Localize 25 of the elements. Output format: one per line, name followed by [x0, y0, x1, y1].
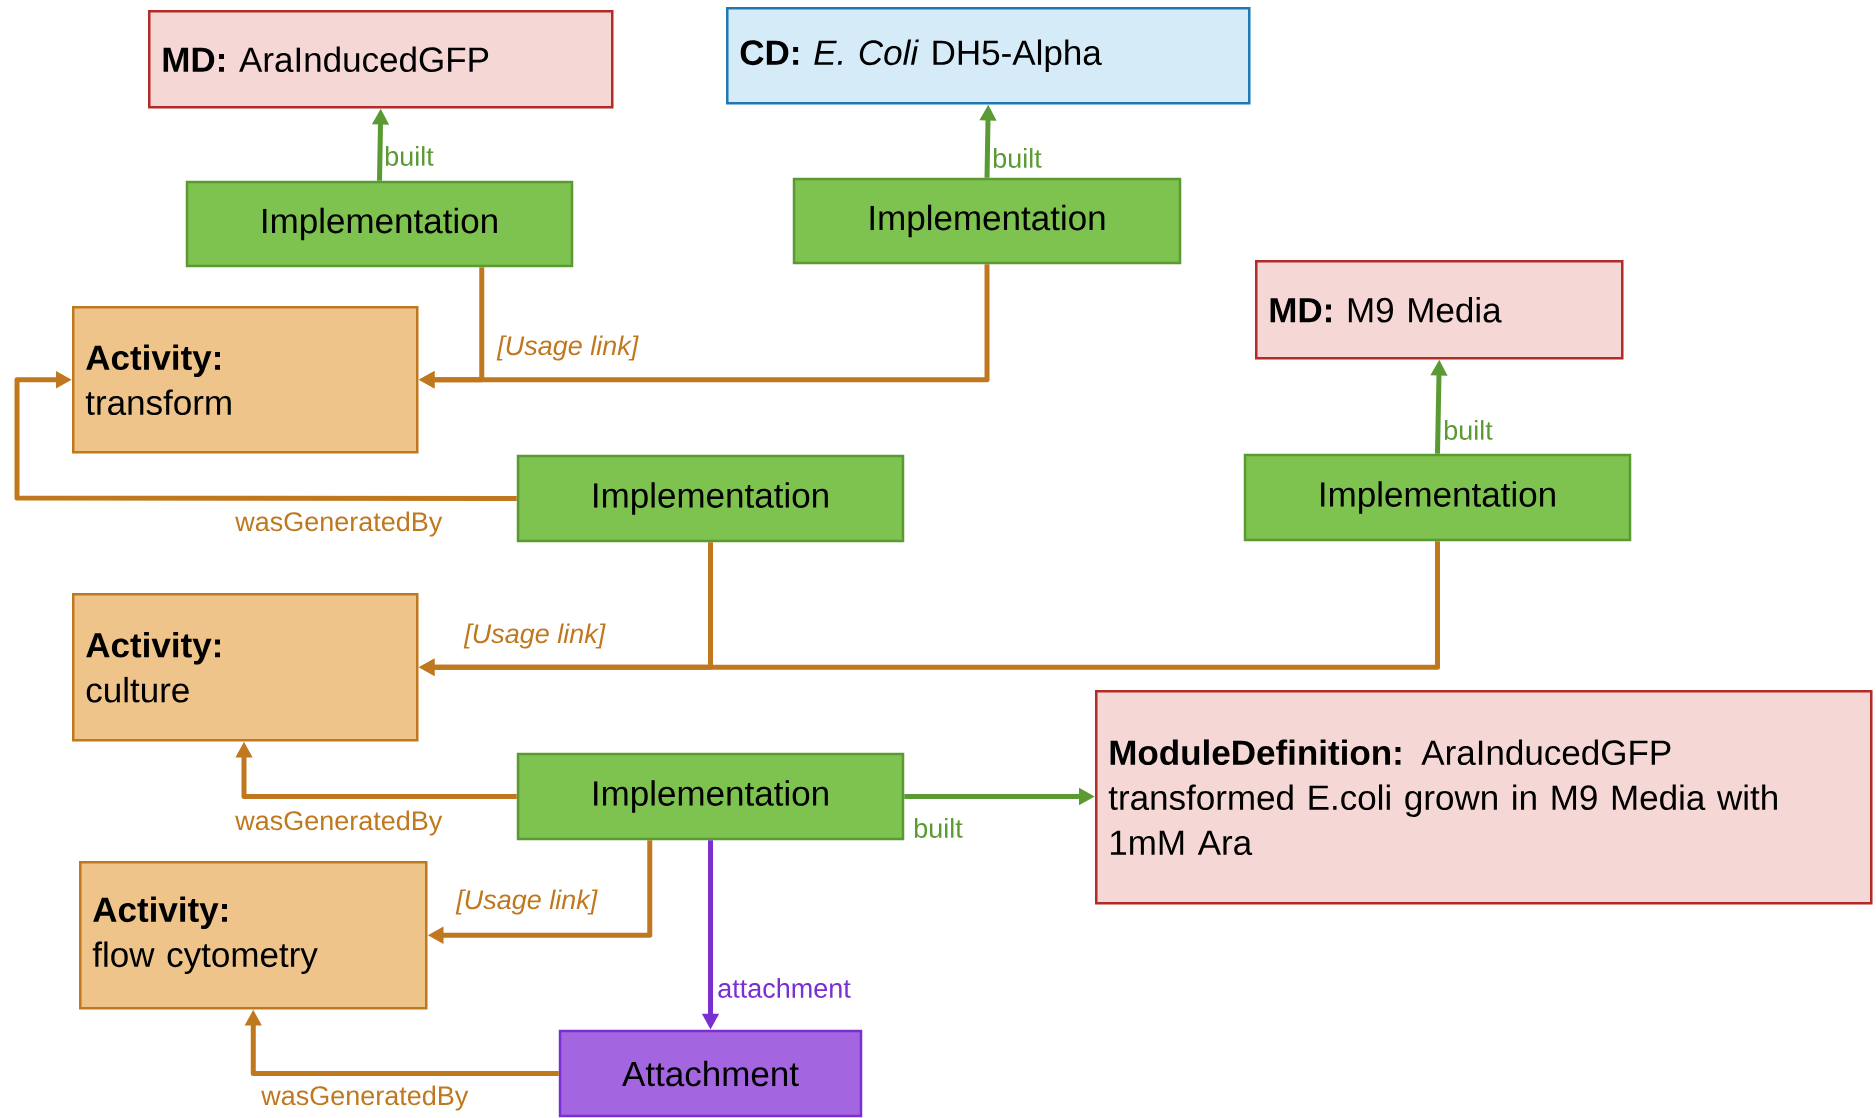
cd-box: CD: E. Coli DH5-Alpha — [726, 7, 1251, 105]
activity-box: Activity: flow cytometry — [79, 861, 428, 1010]
md-box: MD: AraInducedGFP — [148, 10, 614, 109]
edge-label: built — [912, 817, 964, 839]
implementation-box: Implementation — [516, 454, 905, 543]
edge-label: [Usage link] — [496, 334, 640, 362]
attachment-box: Attachment — [558, 1029, 863, 1118]
edge-label: attachment — [716, 977, 852, 999]
edge-label: [Usage link] — [455, 888, 599, 916]
edge-label: wasGeneratedBy — [260, 1084, 470, 1112]
edge-label: [Usage link] — [463, 622, 607, 650]
edge-label: wasGeneratedBy — [234, 809, 444, 837]
implementation-box: Implementation — [792, 177, 1182, 265]
arrow — [14, 371, 517, 501]
implementation-box: Implementation — [1243, 453, 1632, 542]
md-box: MD: M9 Media — [1255, 260, 1624, 360]
edge-label: built — [1442, 419, 1494, 441]
edge-label: built — [383, 145, 435, 167]
edge-label: built — [991, 147, 1043, 169]
activity-box: Activity: transform — [72, 306, 419, 454]
edge-label: wasGeneratedBy — [234, 510, 444, 538]
implementation-box: Implementation — [516, 752, 905, 841]
module-definition-box: ModuleDefinition: AraInducedGFP transformed E.coli grown in M9 Media with 1mM Ara — [1095, 690, 1873, 905]
activity-box: Activity: culture — [72, 593, 419, 742]
implementation-box: Implementation — [185, 180, 574, 268]
